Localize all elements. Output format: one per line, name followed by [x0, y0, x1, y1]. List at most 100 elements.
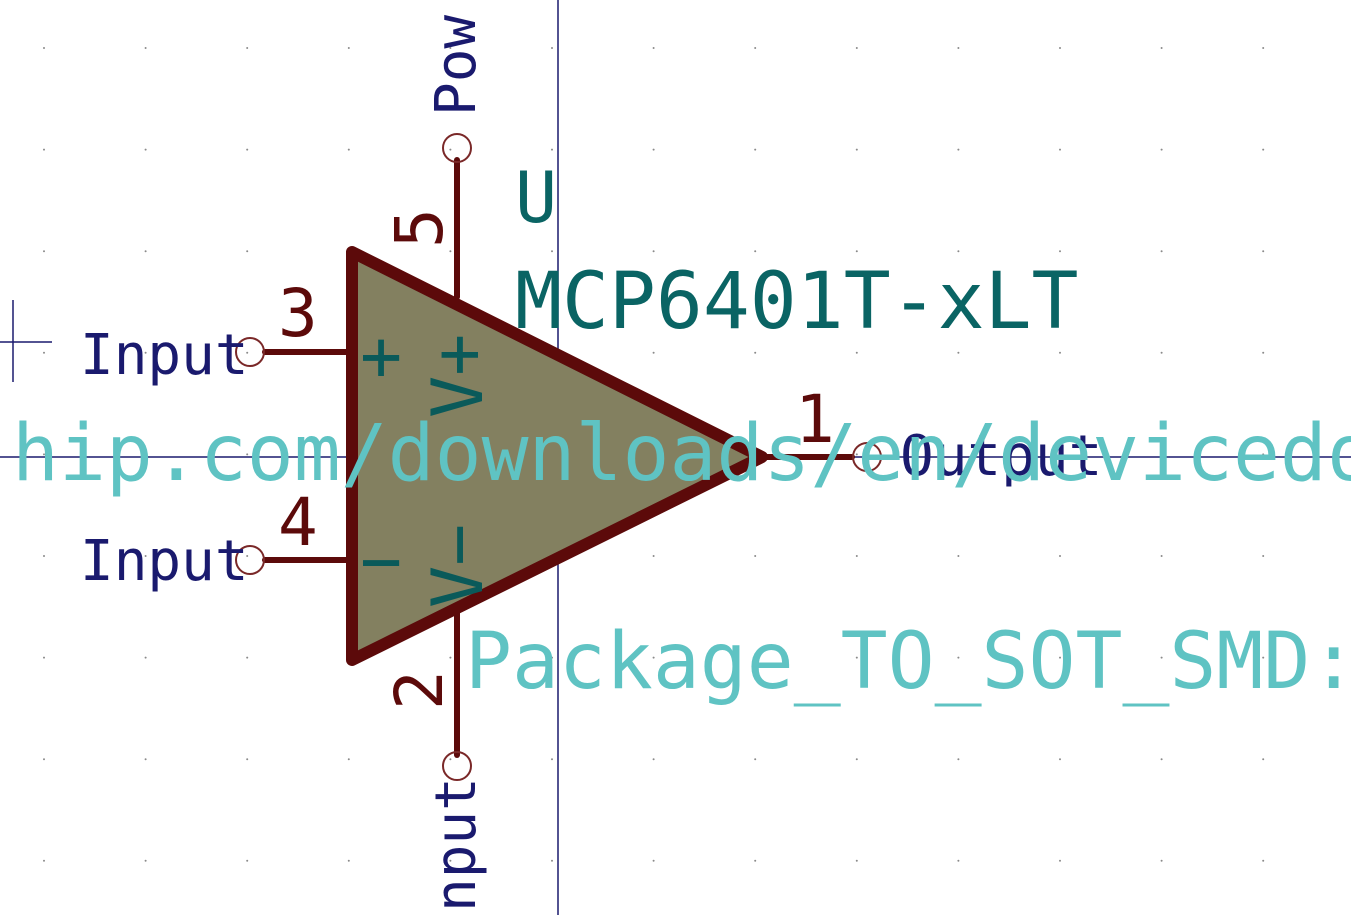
pin-2-name: nput [424, 777, 489, 912]
grid-dot [855, 758, 858, 761]
pin-1-name: Output [900, 424, 1102, 489]
grid-dot [43, 859, 45, 862]
grid-dot [144, 555, 147, 557]
grid-dot [855, 453, 858, 456]
pin-5-name: Pow [424, 15, 489, 116]
footprint-field[interactable]: Package_TO_SOT_SMD:S [465, 617, 1351, 707]
grid-dot [1160, 859, 1163, 862]
grid-dot [551, 148, 553, 151]
grid-dot [652, 656, 655, 659]
grid-dot [449, 656, 452, 659]
grid-dot [957, 859, 960, 862]
pin-4-name: Input [80, 529, 249, 594]
grid-dot [144, 453, 147, 456]
reference-field[interactable]: U [515, 157, 557, 239]
pin-1-endpoint[interactable] [852, 442, 882, 472]
opamp-body[interactable] [346, 246, 768, 666]
grid-dot [957, 148, 960, 151]
grid-dot [754, 148, 757, 151]
grid-dot [1262, 859, 1265, 862]
grid-dot [754, 758, 757, 761]
pin-4-number: 4 [278, 484, 318, 561]
grid-dot [144, 47, 147, 49]
grid-dot [1059, 758, 1061, 761]
grid-dot [1160, 47, 1163, 49]
grid-dot [652, 148, 655, 151]
grid-dot [652, 351, 655, 354]
grid-dot [1059, 453, 1061, 456]
grid-dot [1160, 351, 1163, 354]
grid-dot [957, 47, 960, 49]
grid-dot [144, 859, 147, 862]
pin-3-number: 3 [278, 275, 318, 352]
grid-dot [1059, 656, 1061, 659]
grid-dot [754, 859, 757, 862]
grid-dot [43, 453, 45, 456]
grid-dot [1059, 555, 1061, 557]
grid-dot [1262, 351, 1265, 354]
grid-dot [347, 148, 350, 151]
grid-dot [652, 758, 655, 761]
vminus-label: V− [417, 524, 499, 608]
value-field[interactable]: MCP6401T-xLT [515, 257, 1079, 347]
grid-dot [855, 656, 858, 659]
pin-3-name: Input [80, 323, 249, 388]
grid-dot [551, 758, 553, 761]
pin-4-endpoint[interactable] [235, 545, 265, 575]
grid-dot [43, 351, 45, 354]
grid-dot [1160, 758, 1163, 761]
grid-dot [246, 351, 249, 354]
pin-3-endpoint[interactable] [235, 337, 265, 367]
grid-dot [1059, 351, 1061, 354]
grid-dot [957, 656, 960, 659]
grid-dot [754, 656, 757, 659]
grid-dot [1262, 250, 1265, 253]
grid-dot [43, 148, 45, 151]
grid-dot [246, 250, 249, 253]
grid-dot [754, 351, 757, 354]
grid-dot [1160, 148, 1163, 151]
grid-dot [957, 555, 960, 557]
grid-dot [1059, 148, 1061, 151]
grid-dot [347, 47, 350, 49]
grid-dot [1262, 148, 1265, 151]
grid-dot [144, 656, 147, 659]
pin-lines [262, 157, 855, 758]
pin-2-endpoint[interactable] [442, 751, 472, 781]
grid-dot [754, 47, 757, 49]
grid-dot [449, 758, 452, 761]
grid-dot [144, 758, 147, 761]
grid-dot [652, 555, 655, 557]
grid-dot [855, 351, 858, 354]
grid-dot [43, 250, 45, 253]
grid-dot [551, 250, 553, 253]
grid-dot [1059, 47, 1061, 49]
grid-dot [1160, 453, 1163, 456]
grid-dot [652, 47, 655, 49]
pin-1-number: 1 [795, 381, 835, 458]
datasheet-field[interactable]: hip.com/downloads/en/devicedoc/ [12, 409, 1351, 499]
grid-dot [754, 555, 757, 557]
grid-dot [246, 656, 249, 659]
grid-dot [1262, 758, 1265, 761]
grid-dot [855, 859, 858, 862]
grid-dot [347, 758, 350, 761]
grid-dot [957, 453, 960, 456]
grid-dot [246, 758, 249, 761]
grid-dot [652, 859, 655, 862]
pin-5-endpoint[interactable] [442, 133, 472, 163]
grid-dot [43, 47, 45, 49]
grid-dot [551, 859, 553, 862]
grid-dot [855, 555, 858, 557]
grid-dot [957, 250, 960, 253]
grid-dot [246, 859, 249, 862]
grid-dot [449, 859, 452, 862]
grid-dot [957, 758, 960, 761]
pin-5-number: 5 [381, 208, 458, 248]
grid-dot [246, 453, 249, 456]
vplus-label: V+ [417, 334, 499, 418]
grid-dot [1059, 859, 1061, 862]
plus-marker: + [360, 315, 402, 397]
